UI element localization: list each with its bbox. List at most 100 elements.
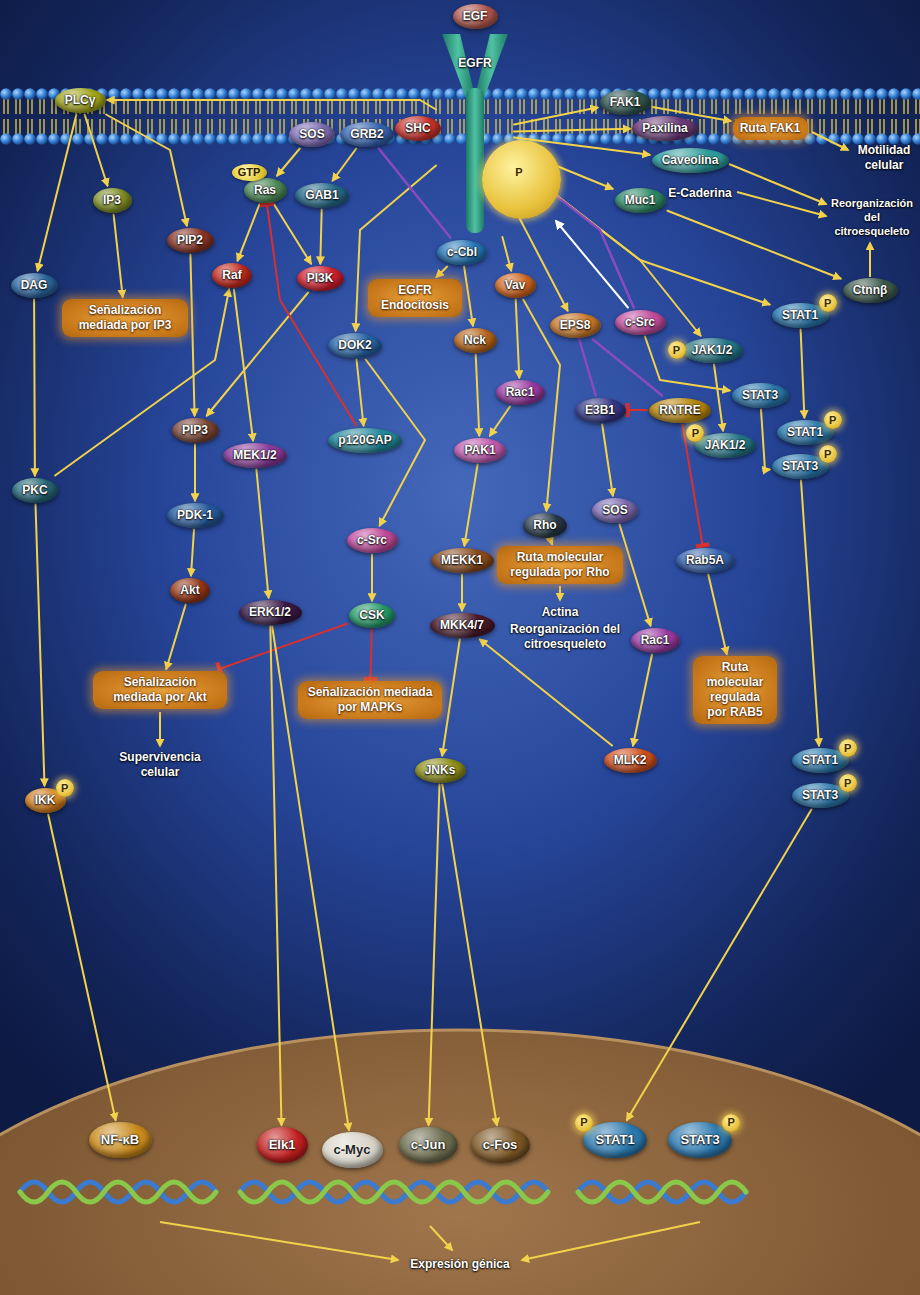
- pathway-label: Ruta molecular regulada por RAB5: [700, 660, 770, 720]
- protein-blob: GRB2: [340, 122, 394, 147]
- outcome-text: Actina: [530, 602, 590, 620]
- protein-blob: Rab5A: [676, 548, 735, 573]
- phospho-badge: P: [686, 424, 704, 442]
- signal-arrow: [761, 410, 770, 471]
- protein-blob: PDK-1: [167, 503, 224, 528]
- phospho-badge: P: [839, 774, 857, 792]
- protein-label: MKK4/7: [440, 618, 484, 633]
- phospho-badge: P: [56, 779, 74, 797]
- signal-arrow: [442, 785, 497, 1126]
- protein-blob: c-Src: [347, 528, 398, 553]
- protein-blob: Paxilina: [632, 116, 698, 141]
- protein-label: Rho: [533, 518, 556, 533]
- protein-label: IP3: [103, 193, 121, 208]
- transcription-factor: STAT1P: [583, 1122, 647, 1158]
- protein-label: P: [829, 414, 836, 427]
- protein-blob: PLCγ: [55, 88, 106, 113]
- protein-label: SHC: [405, 121, 430, 136]
- protein-label: p120GAP: [338, 433, 391, 448]
- protein-label: DAG: [21, 278, 48, 293]
- protein-label: RNTRE: [659, 403, 700, 418]
- protein-blob: PKC: [12, 478, 58, 503]
- protein-label: SOS: [299, 127, 324, 142]
- signal-arrow: [256, 470, 268, 598]
- protein-label: STAT1: [802, 753, 838, 768]
- protein-label: EPS8: [560, 318, 591, 333]
- pathway-band: EGFR Endocitosis: [368, 279, 462, 317]
- protein-label: c-Jun: [411, 1137, 446, 1153]
- pathway-label: EGFR Endocitosis: [375, 283, 455, 313]
- signal-arrow: [114, 215, 123, 298]
- protein-blob: Muc1: [615, 188, 666, 213]
- outcome-arrow: [159, 712, 161, 746]
- protein-label: P: [727, 1116, 734, 1129]
- signal-arrow: [207, 293, 308, 416]
- protein-blob: SHC: [395, 116, 441, 141]
- outcome-label: Expresión génica: [410, 1257, 509, 1272]
- protein-label: CSK: [359, 608, 384, 623]
- outcome-arrow: [430, 1226, 452, 1250]
- protein-blob: STAT1P: [777, 420, 834, 445]
- protein-blob: Vav: [495, 273, 536, 298]
- protein-label: GAB1: [305, 188, 338, 203]
- inhibition-line: [371, 630, 372, 680]
- protein-label: P: [673, 344, 680, 357]
- outcome-arrow: [559, 586, 561, 600]
- signal-arrow: [437, 267, 448, 278]
- protein-blob: Akt: [170, 578, 210, 603]
- outcome-arrow: [522, 1222, 700, 1260]
- protein-label: E3B1: [585, 403, 615, 418]
- pathway-band: Señalización mediada por Akt: [93, 671, 227, 709]
- signal-arrow: [333, 149, 357, 181]
- protein-label: GRB2: [350, 127, 383, 142]
- signal-arrow: [514, 108, 598, 125]
- receptor-stalk: [466, 88, 484, 233]
- signal-arrow: [620, 525, 651, 626]
- outcome-arrow: [812, 132, 848, 150]
- outcome-arrow: [869, 243, 871, 277]
- protein-label: PIP3: [182, 423, 208, 438]
- phospho-badge: P: [722, 1114, 740, 1132]
- signal-arrow: [550, 540, 552, 545]
- signal-arrow: [320, 210, 321, 264]
- protein-label: PKC: [22, 483, 47, 498]
- signal-arrow: [668, 211, 841, 279]
- pathway-band: Señalización mediada por MAPKs: [298, 681, 442, 719]
- signal-arrow: [627, 810, 812, 1121]
- transcription-factor: STAT3P: [668, 1122, 732, 1158]
- signal-arrow: [801, 330, 805, 418]
- pathway-label: Señalización mediada por IP3: [69, 303, 181, 333]
- signal-arrow: [234, 290, 253, 441]
- signal-arrow: [464, 465, 477, 546]
- protein-label: STAT1: [787, 425, 823, 440]
- pathway-label: Señalización mediada por Akt: [100, 675, 220, 705]
- signal-arrow: [633, 655, 652, 746]
- signal-arrow: [33, 300, 36, 476]
- protein-label: P: [824, 297, 831, 310]
- protein-blob: STAT3P: [792, 783, 849, 808]
- outcome-label: Reorganización del citroesqueleto: [503, 622, 627, 652]
- protein-label: c-Myc: [334, 1142, 371, 1158]
- pathway-label: Ruta FAK1: [740, 121, 801, 136]
- signal-arrow: [191, 530, 194, 576]
- protein-label: JAK1/2: [692, 343, 733, 358]
- pathway-band: Señalización mediada por IP3: [62, 299, 188, 337]
- protein-label: SOS: [602, 503, 627, 518]
- protein-label: c-Src: [625, 315, 655, 330]
- outcome-text: E-Caderina: [660, 183, 740, 201]
- protein-blob: MEK1/2: [223, 443, 287, 468]
- protein-blob: MLK2: [604, 748, 657, 773]
- protein-label: Caveolina: [662, 153, 719, 168]
- signal-arrow: [514, 129, 630, 132]
- protein-blob: DAG: [11, 273, 58, 298]
- protein-label: P: [824, 448, 831, 461]
- transcription-factor: c-Fos: [471, 1127, 530, 1163]
- protein-label: STAT1: [782, 308, 818, 323]
- outcome-label: Motilidad celular: [851, 143, 917, 173]
- signal-arrow: [38, 115, 77, 271]
- protein-blob: EPS8: [550, 313, 601, 338]
- signal-arrow: [371, 555, 373, 601]
- protein-blob: FAK1: [600, 90, 651, 115]
- protein-label: P: [844, 742, 851, 755]
- protein-blob: Nck: [454, 328, 497, 353]
